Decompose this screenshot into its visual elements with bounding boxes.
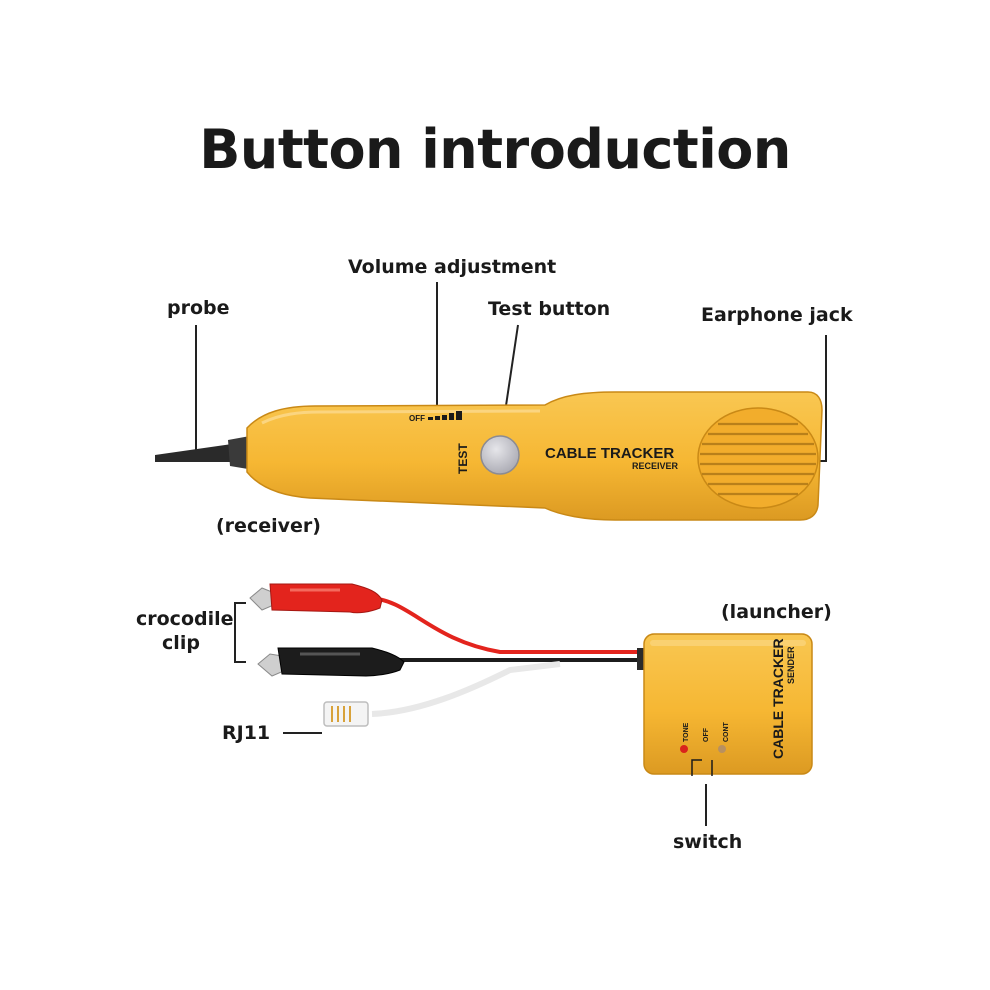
sender-cables	[369, 596, 640, 717]
receiver-body	[246, 391, 823, 521]
red-wire	[369, 596, 640, 654]
rj11-label: RJ11	[222, 722, 271, 744]
test-button-label: Test button	[488, 298, 611, 320]
page-title: Button introduction	[199, 118, 791, 181]
launcher-label: (launcher)	[721, 601, 832, 623]
leader-lines	[195, 282, 827, 826]
probe-label: probe	[167, 297, 230, 319]
tone-text: TONE	[683, 722, 690, 742]
crocodile-bracket	[234, 602, 246, 663]
crocodile-label-line1: crocodile	[136, 608, 234, 630]
cont-led	[718, 745, 726, 753]
test-button	[480, 435, 520, 475]
receiver-sub: RECEIVER	[632, 461, 679, 471]
volume-adjustment-label: Volume adjustment	[348, 256, 557, 278]
switch-slot	[691, 759, 713, 776]
volume-off-text: OFF	[409, 414, 425, 423]
receiver-label: (receiver)	[216, 515, 321, 537]
switch-label: switch	[673, 831, 743, 853]
sender-body	[643, 633, 813, 775]
receiver-brand: CABLE TRACKER	[545, 445, 674, 462]
white-wire	[371, 661, 561, 717]
volume-scale-icon	[428, 411, 462, 420]
crocodile-label-line2: clip	[162, 632, 200, 654]
probe-tip	[155, 444, 236, 462]
tone-led	[680, 745, 688, 753]
sender-brand: CABLE TRACKER	[770, 638, 786, 759]
earphone-leader	[818, 335, 827, 462]
crocodile-clip-label: crocodile clip	[136, 607, 234, 655]
black-crocodile-clip	[257, 647, 405, 677]
cont-text: CONT	[723, 721, 730, 742]
red-crocodile-clip	[249, 583, 383, 614]
sender-sub: SENDER	[786, 646, 796, 684]
test-text: TEST	[456, 443, 470, 474]
receiver-device: OFF TEST CABLE TRACKER RECEIVER	[155, 391, 823, 521]
speaker-slots	[700, 422, 816, 496]
sender-device: CABLE TRACKER SENDER TONE OFF CONT	[637, 633, 813, 776]
switch-off-text: OFF	[703, 727, 710, 742]
earphone-jack-label: Earphone jack	[701, 304, 853, 326]
rj11-plug	[323, 701, 369, 727]
